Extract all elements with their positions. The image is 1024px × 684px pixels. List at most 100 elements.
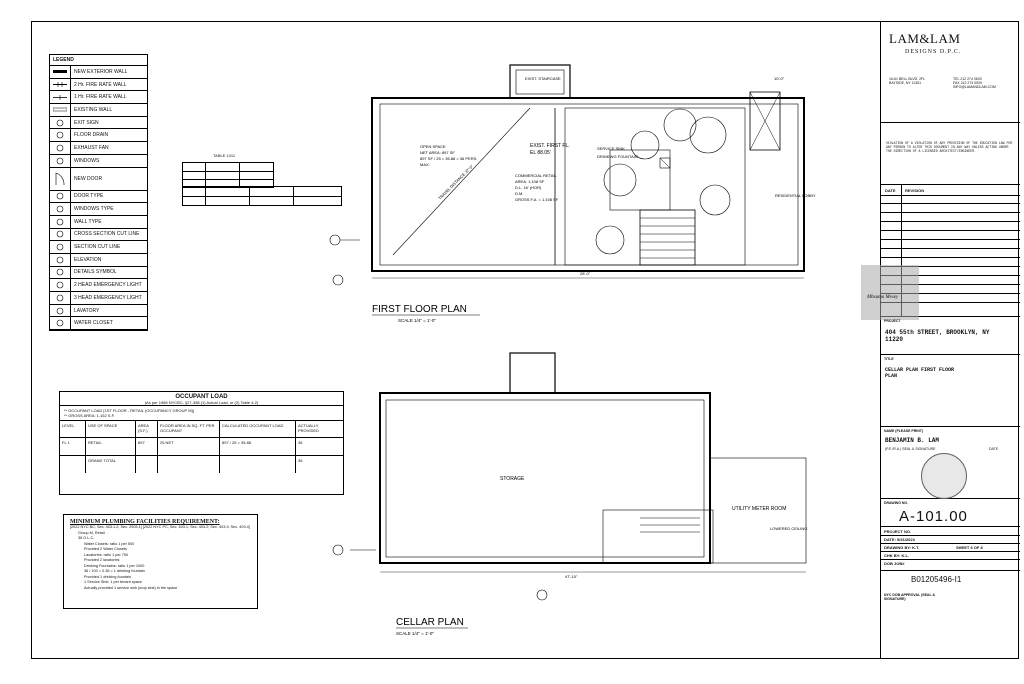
window-type-icon [50, 203, 71, 215]
cellar-plan [332, 352, 807, 601]
occupant-header-cell: FLOOR AREA IN SQ. FT. PER OCCUPANT [158, 421, 220, 437]
occupant-header-cell: LEVEL [60, 421, 86, 437]
elevation-icon [50, 253, 71, 266]
firm-fax: FAX 212 274 0009 [953, 81, 982, 85]
legend-row: WINDOWS TYPE [50, 203, 147, 216]
legend-label: CROSS SECTION CUT LINE [74, 231, 140, 238]
exhaust-fan-icon [50, 142, 71, 154]
occupant-cell [220, 456, 296, 473]
first-floor-plan-title: FIRST FLOOR PLAN [372, 304, 467, 315]
fire-wall-1hr-icon [50, 91, 71, 104]
name-label: NAME (PLEASE PRINT) [884, 429, 924, 433]
nyc-stamp [861, 265, 919, 320]
plumbing-requirements-box: MINIMUM PLUMBING FACILITIES REQUIREMENT:… [63, 514, 258, 609]
legend-label: 1 Hr. FIRE RATE WALL [74, 94, 127, 101]
checked-by: CHK BY: K.L. [884, 553, 910, 558]
occupant-load-subtitle: (As per 1968 NYCBC, §27-358 (1) Actual L… [144, 400, 259, 405]
legend-row: 1 Hr. FIRE RATE WALL [50, 91, 147, 105]
occupant-cell [60, 456, 86, 473]
occupant-cell: GRAND TOTAL [86, 456, 136, 473]
firm-section: LAM&LAM DESIGNS D.P.C. 16-61 BELL BLVD, … [881, 21, 1020, 123]
first-floor-scale: SCALE 1/4" = 1'-0" [398, 318, 436, 323]
plumbing-line: 36 O.L.C. [78, 536, 95, 540]
occupant-load-table: OCCUPANT LOAD (As per 1968 NYCBC, §27-35… [59, 391, 344, 495]
legend-row: LAVATORY [50, 304, 147, 318]
dm-label: D.M. [515, 191, 523, 196]
occupant-cell [158, 456, 220, 473]
seal-signature-label: (P.E./R.A.) SEAL & SIGNATURE [885, 447, 936, 451]
project-address: 404 55th STREET, BROOKLYN, NY 11220 [885, 329, 990, 343]
lavatory-icon [50, 304, 71, 317]
revision-col-label: REVISION [905, 188, 925, 193]
plumbing-line: 36 / 100 = 0.36 = 1 drinking fountain [84, 569, 145, 573]
firm-subtitle: DESIGNS D.P.C. [905, 49, 962, 55]
plumbing-line: Provided 2 lavatories [84, 558, 120, 562]
plumbing-line: Provided 1 drinking fountain [84, 574, 132, 579]
legend-row: FLOOR DRAIN [50, 129, 147, 143]
firm-name: LAM&LAM [889, 31, 961, 46]
occupant-load-title: OCCUPANT LOAD [175, 394, 228, 400]
title-section: TITLE CELLAR PLAN FIRST FLOOR PLAN [881, 355, 1020, 427]
legend-label: 2 HEAD EMERGENCY LIGHT [74, 282, 142, 289]
legend-row: ELEVATION [50, 253, 147, 267]
existing-wall-icon [50, 104, 71, 116]
occupant-note-1: ** OCCUPANT LOAD [1ST FLOOR - RETAIL (OC… [64, 408, 195, 413]
plumbing-line: Actually provided 1 service sink (mop si… [84, 585, 178, 590]
title-label: TITLE [884, 357, 894, 361]
legal-warning: VIOLATION OF A VIOLATION OF ANY PROVISIO… [881, 123, 1020, 185]
legend-row: EXHAUST FAN [50, 142, 147, 155]
dob-approval-label: NYC DOB APPROVAL (SEAL & SIGNATURE) [884, 593, 936, 601]
exist-floor-label: EXIST. FIRST FL. [530, 143, 570, 149]
exist-stair-label: EXIST. STAIRCASE [525, 76, 561, 81]
floor-plans-drawing: EXIST. STAIRCASE OPEN SPACE NET AREA: 89… [329, 64, 816, 636]
project-no-label: PROJECT NO. [884, 529, 912, 534]
legend-row: CROSS SECTION CUT LINE [50, 228, 147, 242]
legend-label: NEW EXTERIOR WALL [74, 68, 128, 75]
occupant-note-2: ** GROSS AREA: 1,152 S.F. [64, 413, 115, 418]
travel-distance-label: TRAVEL DISTANCE 37'-0" [437, 163, 475, 201]
legend-label: WALL TYPE [74, 218, 102, 225]
firm-email: INFO@LAMANDLAM.COM [953, 85, 996, 89]
project-info-section: PROJECT NO. DATE: 5/31/2023 DRAWING BY: … [881, 527, 1020, 571]
cellar-plan-title: CELLAR PLAN [396, 617, 464, 628]
service-sink-label: SERVICE SINK [597, 146, 625, 151]
plumbing-line: Provided 2 Water Closets [84, 547, 127, 551]
legend-label: 3 HEAD EMERGENCY LIGHT [74, 294, 142, 301]
ff-dim-right: 10'-0" [774, 76, 785, 81]
occupant-calc-label: 897 SF / 25 = 35.88 = 36 PERS. [420, 156, 477, 161]
legend-label: DETAILS SYMBOL [74, 269, 117, 276]
occupant-cell: 897 / 25 = 35.88 [220, 438, 296, 455]
residential-lobby-label: RESIDENTIAL LOBBY [775, 193, 816, 198]
fire-wall-2hr-icon [50, 78, 71, 91]
legend-row: 3 HEAD EMERGENCY LIGHT [50, 292, 147, 305]
occupant-header-cell: USE OF SPACE [86, 421, 136, 437]
door-icon [50, 167, 71, 190]
water-closet-icon [50, 317, 71, 330]
floor-drain-icon [50, 129, 71, 142]
drawing-number: A-101.00 [899, 508, 968, 525]
legend-label: LAVATORY [74, 307, 100, 314]
gross-label: GROSS F.A. = 1,108 SF [515, 197, 559, 202]
occupant-cell: 25 NET [158, 438, 220, 455]
legend-row: NEW DOOR [50, 167, 147, 191]
firm-address-2: BAYSIDE, NY 11361 [889, 81, 922, 85]
legend-row: 2 HEAD EMERGENCY LIGHT [50, 279, 147, 292]
cellar-dim-bottom: 47'-10" [565, 574, 578, 579]
first-floor-plan [329, 64, 805, 286]
stamp-signature: Mhsuma Mesey [867, 295, 899, 300]
legend-label: EXHAUST FAN [74, 144, 109, 151]
engineer-seal-icon [921, 453, 967, 499]
dob-job-number: B01205496-I1 [911, 575, 962, 584]
date-col-label: DATE [885, 188, 896, 193]
legend-row: WATER CLOSET [50, 317, 147, 331]
occupant-cell: RETAIL [86, 438, 136, 455]
net-area-label: NET AREA: 897 SF [420, 150, 455, 155]
firm-address-1: 16-61 BELL BLVD, 2FL [889, 77, 926, 81]
dl-label: D.L. 16' (HOR) [515, 185, 542, 190]
drawing-title: CELLAR PLAN FIRST FLOOR PLAN [885, 367, 955, 379]
legend-title: LEGEND [50, 55, 147, 66]
legend-row: DOOR TYPE [50, 190, 147, 204]
drawn-by: DRAWING BY: K.T. [884, 545, 920, 550]
dob-job-label: DOB JOB# [884, 561, 905, 566]
